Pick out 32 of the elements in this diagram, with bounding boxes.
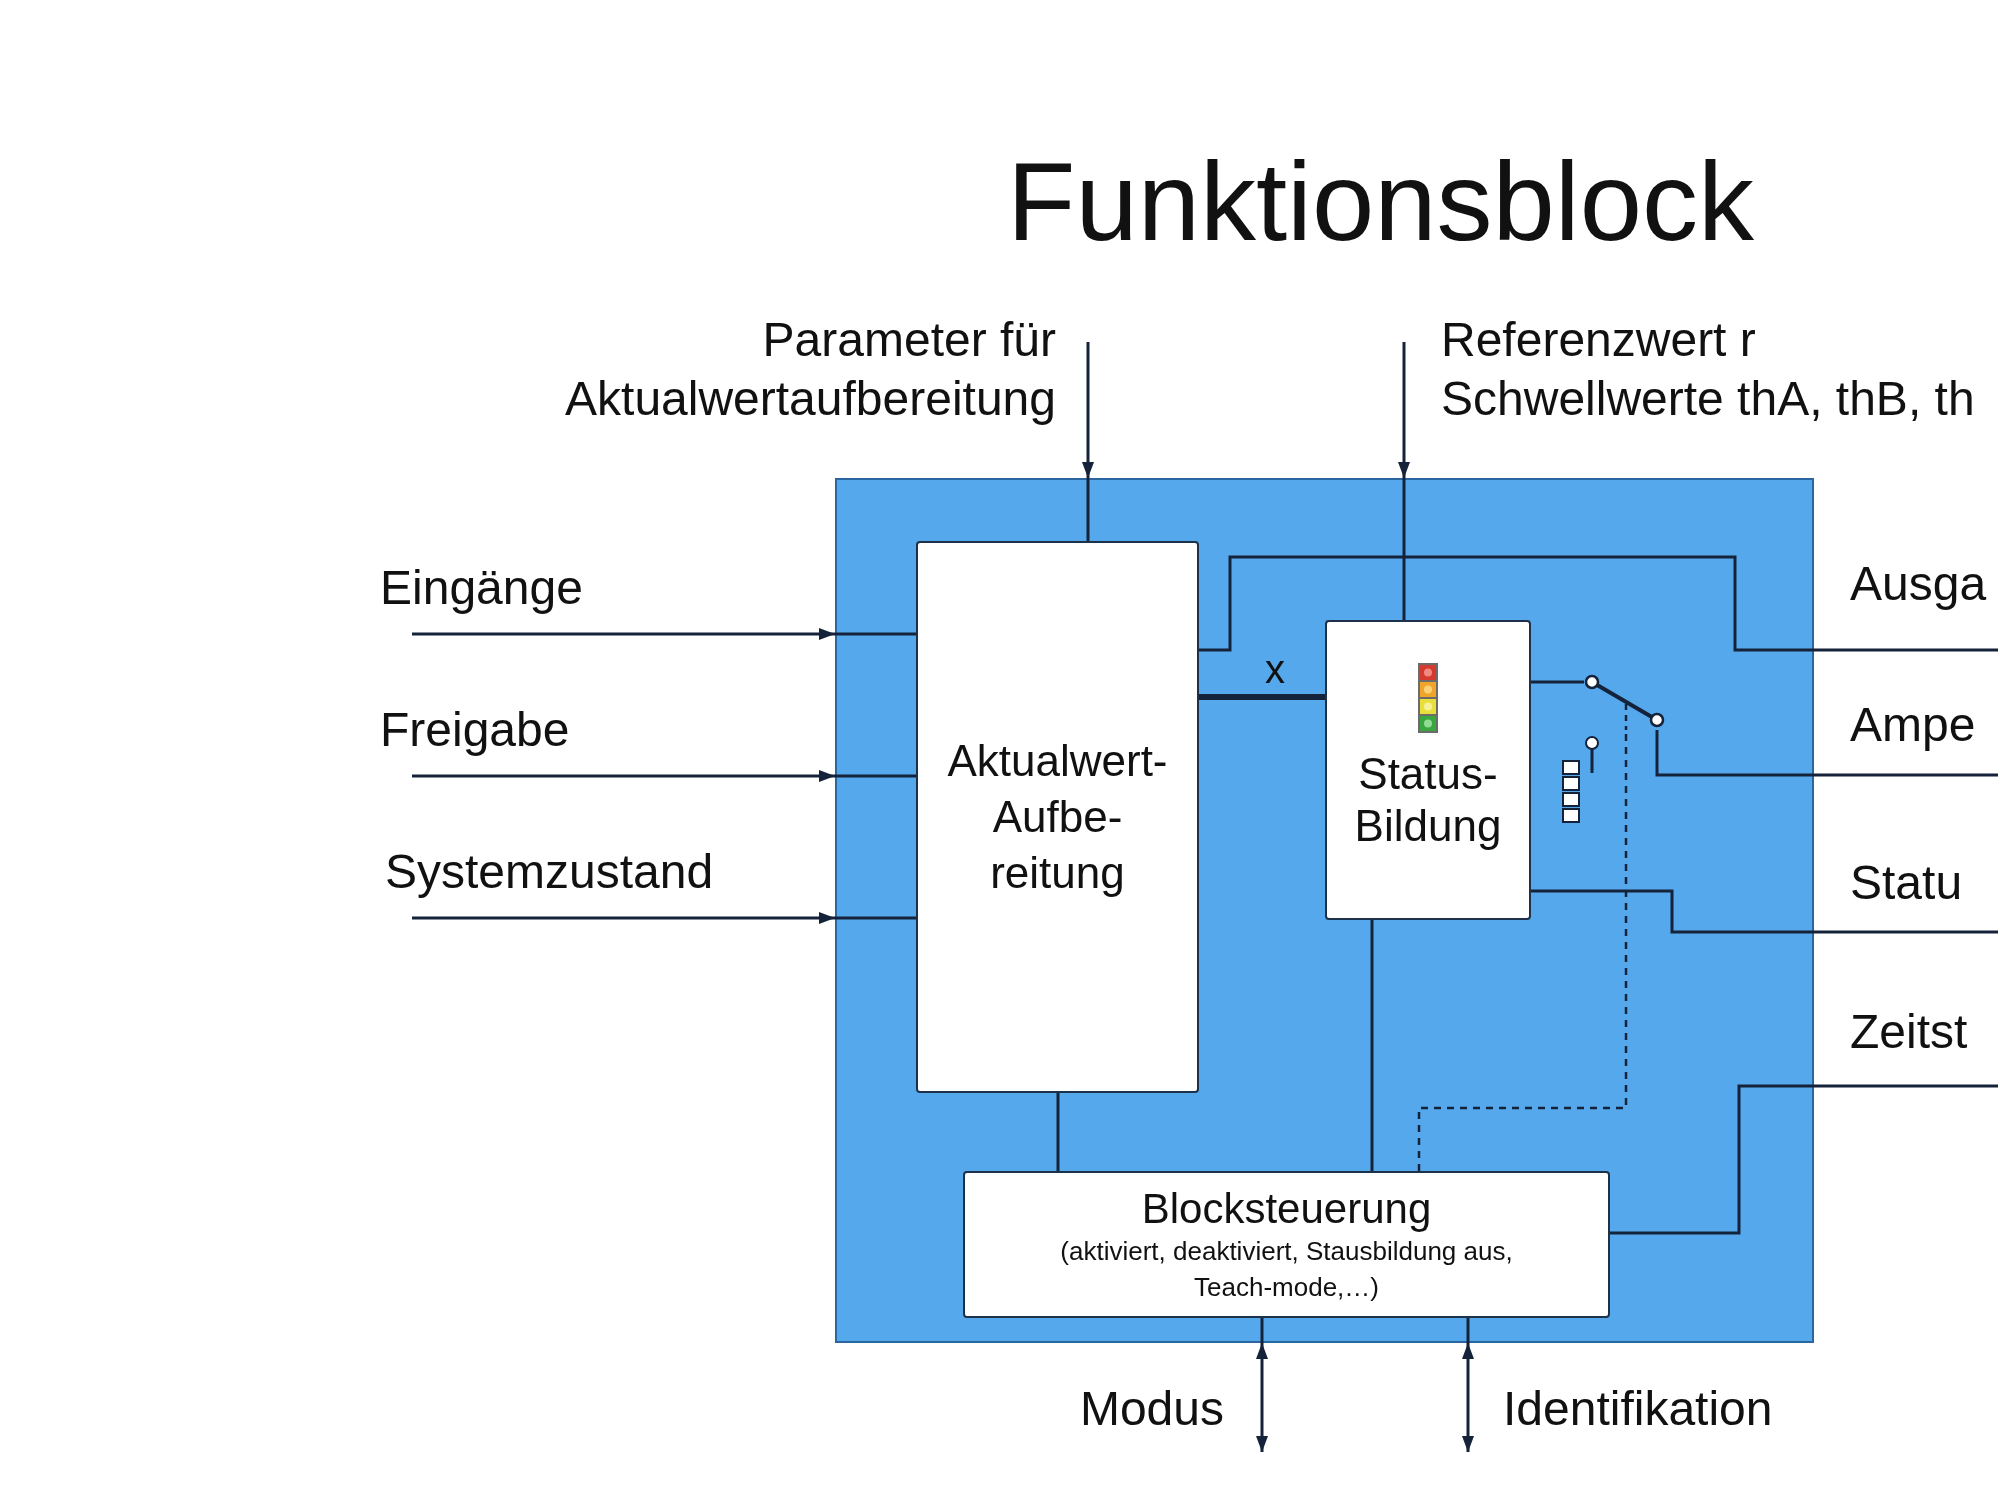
signal-line bbox=[1466, 1318, 1470, 1343]
control-box bbox=[963, 1171, 1610, 1318]
signal-arrow bbox=[1082, 342, 1094, 478]
signal-line bbox=[1260, 1318, 1264, 1343]
signal-line bbox=[1199, 694, 1325, 700]
signal-line bbox=[1056, 1093, 1060, 1171]
signal-line bbox=[835, 916, 916, 920]
signal-arrow bbox=[412, 912, 835, 924]
signal-line bbox=[1610, 1084, 1998, 1235]
double-arrow bbox=[1462, 1343, 1474, 1452]
signal-arrow bbox=[1398, 342, 1410, 478]
signal-line bbox=[1086, 478, 1090, 541]
control-note: (aktiviert, deaktiviert, Stausbildung aus, Teach-mode,…) bbox=[1059, 1234, 1514, 1304]
process-box bbox=[1325, 620, 1531, 920]
signal-line bbox=[1531, 680, 1584, 684]
control-heading: Blocksteuerung bbox=[1141, 1184, 1432, 1233]
process-label: Aktualwert- Aufbe- reitung bbox=[946, 735, 1169, 899]
double-arrow bbox=[1256, 1343, 1268, 1452]
signal-line bbox=[1402, 478, 1406, 620]
signal-line bbox=[835, 774, 916, 778]
process-box bbox=[916, 541, 1199, 1093]
signal-line bbox=[1370, 920, 1374, 1171]
function-block bbox=[835, 478, 1814, 1343]
process-label: Status- Bildung bbox=[1353, 748, 1503, 852]
signal-arrow bbox=[412, 770, 835, 782]
signal-arrow bbox=[412, 628, 835, 640]
diagram-title: Funktionsblock bbox=[1007, 138, 1755, 266]
signal-line bbox=[1531, 889, 1998, 934]
switch-symbol bbox=[1584, 674, 1666, 730]
signal-line bbox=[1655, 730, 1998, 777]
signal-line bbox=[835, 632, 916, 636]
signal-line bbox=[1199, 555, 1998, 652]
